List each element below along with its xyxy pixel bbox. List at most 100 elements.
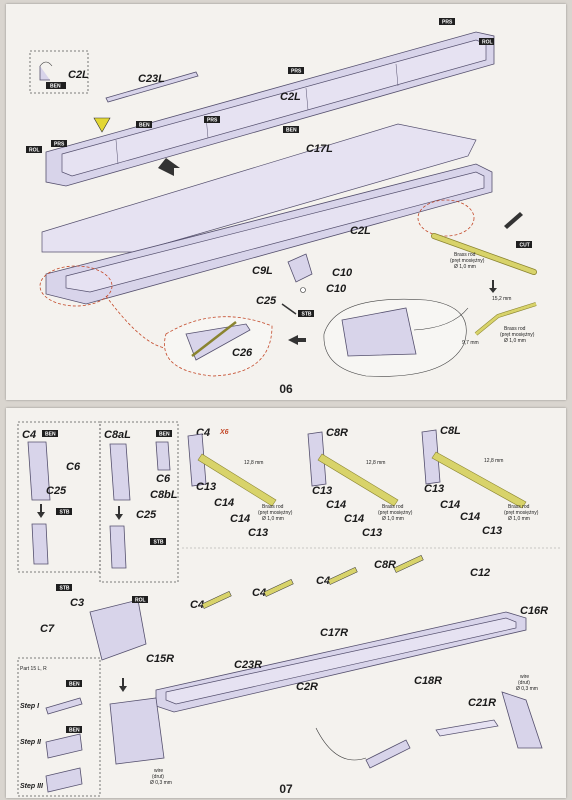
label-c8l: C8L: [440, 425, 461, 437]
rod-assembly-c4: C4 X6 12,8 mm Brass rod (pręt mosiężny) …: [187, 427, 293, 539]
part-c8l-body: [421, 429, 441, 485]
note-brass-a: Brass rod: [262, 504, 284, 510]
label-c10-b: C10: [326, 283, 347, 295]
instruction-page-07: C4 BEN C6 C25 STB C8aL BEN C6 C8bL C25 S…: [6, 408, 566, 798]
arrow-left-icon: [288, 335, 306, 345]
label-c9l: C9L: [252, 265, 273, 277]
note-brass-rod-1: Brass rod: [454, 252, 476, 258]
tag-ben-2: [283, 126, 299, 133]
dim-15-2: 15,2 mm: [492, 296, 511, 302]
tag-ben-step2: [66, 726, 82, 733]
tag-ben-inset: [46, 82, 66, 89]
brass-rod-bent-fill: [475, 302, 537, 336]
tag-prs-2: [288, 67, 304, 74]
label-c14-b1: C14: [326, 499, 346, 511]
label-c15r: C15R: [146, 653, 174, 665]
frame-crossmembers: [115, 63, 399, 165]
label-c4-u1: C4: [190, 599, 204, 611]
tag-ben-1-text: BEN: [139, 123, 150, 129]
page-number-06: 06: [279, 382, 293, 396]
bend-arrow: [39, 61, 53, 67]
note-rod-c: Ø 1,0 mm: [508, 516, 530, 522]
label-c2l-chassis: C2L: [350, 225, 371, 237]
label-c13-c2: C13: [482, 525, 502, 537]
tag-rol-c7: [132, 596, 148, 603]
part-bracket: [341, 307, 417, 357]
arrow-down-b-icon: [115, 506, 123, 520]
note-wire-right-pl: (drut): [518, 680, 530, 686]
tag-rol-2: [26, 146, 42, 153]
part-c8bl: [155, 441, 171, 471]
part-c18r: [435, 719, 499, 737]
part-c25-pin: [281, 303, 297, 315]
note-brass-b-pl: (pręt mosiężny): [378, 510, 413, 516]
brass-rod-c26: [191, 321, 237, 357]
label-c8r: C8R: [326, 427, 348, 439]
label-c14-c1: C14: [440, 499, 460, 511]
note-rod-a: Ø 1,0 mm: [262, 516, 284, 522]
dim-9-7: 9,7 mm: [462, 340, 479, 346]
label-c4-u2: C4: [252, 587, 266, 599]
label-c14-c2: C14: [460, 511, 480, 523]
arrow-down-icon: [489, 280, 497, 293]
tag-stb-text: STB: [302, 312, 312, 318]
assembly-arrow-icon: [158, 158, 180, 176]
label-c7: C7: [40, 623, 55, 635]
tag-rol-c7-text: ROL: [135, 598, 146, 604]
step-3-part: [45, 767, 83, 793]
note-brass-rod-2: Brass rod: [504, 326, 526, 332]
note-rod-03-right: Ø 0,3 mm: [516, 686, 538, 692]
part-c4-assembled: [31, 523, 49, 565]
tag-stb-b: [150, 538, 166, 545]
tag-prs-4: [51, 140, 67, 147]
part-c8r-body: [307, 431, 327, 487]
note-part-ref: Part 15 L, R: [20, 666, 47, 672]
step-3-label: Step III: [20, 783, 44, 790]
note-brass-c: Brass rod: [508, 504, 530, 510]
label-c13-a2: C13: [248, 527, 268, 539]
label-c6-a: C6: [66, 461, 81, 473]
page-07-diagram: C4 BEN C6 C25 STB C8aL BEN C6 C8bL C25 S…: [17, 421, 562, 797]
dim-12-8-c: 12,8 mm: [484, 458, 503, 464]
brass-rod-cut-fill: [431, 233, 537, 275]
page-06-diagram: C2L BEN C23L C2L PRS ROL PRS PRS BEN BEN…: [26, 18, 537, 377]
tag-rol-1-text: ROL: [482, 40, 493, 46]
tag-stb-a-text: STB: [60, 510, 70, 516]
tag-cut: [516, 241, 532, 248]
tag-prs-1-text: PRS: [442, 20, 453, 26]
step-2-part: [45, 733, 83, 759]
inset-frame-c2l: [29, 50, 89, 94]
part-c2r-frame: [165, 617, 517, 705]
label-c14-b2: C14: [344, 513, 364, 525]
dim-12-8-b: 12,8 mm: [366, 460, 385, 466]
label-c8bl: C8bL: [150, 489, 178, 501]
rod-assembly-c8l: C8L 12,8 mm Brass rod (pręt mosiężny) Ø …: [421, 425, 539, 537]
label-c13-b2: C13: [362, 527, 382, 539]
tag-cut-text: CUT: [520, 243, 530, 249]
label-c4-u3: C4: [316, 575, 330, 587]
step-1-part: [45, 697, 83, 715]
warning-triangle-icon: [93, 117, 111, 133]
label-c23l: C23L: [138, 73, 165, 85]
tag-prs-3: [204, 116, 220, 123]
tag-x6: X6: [219, 429, 229, 436]
callout-ellipse-right: [417, 199, 475, 237]
label-c17l: C17L: [306, 143, 333, 155]
frame-c8al-c8bl: [99, 421, 179, 583]
tag-prs-4-text: PRS: [54, 142, 65, 148]
note-brass-b: Brass rod: [382, 504, 404, 510]
label-c8r-u: C8R: [374, 559, 396, 571]
part-c17l-plate: [41, 123, 477, 253]
note-rod-size-2: Ø 1,0 mm: [504, 338, 526, 344]
label-c25-top: C25: [256, 295, 277, 307]
tag-stb-a: [56, 508, 72, 515]
tag-ben-2-text: BEN: [286, 128, 297, 134]
part-c21r: [501, 691, 543, 749]
tag-prs-2-text: PRS: [291, 69, 302, 75]
note-rod-b: Ø 1,0 mm: [382, 516, 404, 522]
arrow-down-a-icon: [37, 504, 45, 518]
label-c3: C3: [70, 597, 84, 609]
tag-stb-c3: [56, 584, 72, 591]
note-rod-size-1: Ø 1,0 mm: [454, 264, 476, 270]
label-c4-box: C4: [22, 429, 36, 441]
